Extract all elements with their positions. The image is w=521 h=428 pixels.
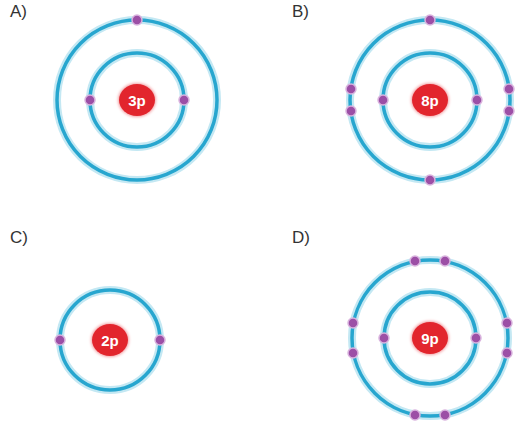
electron xyxy=(425,175,435,185)
electron xyxy=(504,84,514,94)
electron xyxy=(348,318,358,328)
electron xyxy=(472,95,482,105)
proton-count: 9p xyxy=(421,331,439,346)
orbit-glow xyxy=(57,20,217,180)
orbit xyxy=(383,53,477,147)
electron xyxy=(410,256,420,266)
atom-letter: A) xyxy=(10,2,27,22)
electron xyxy=(85,95,95,105)
nucleus: 8p xyxy=(412,84,448,116)
orbit xyxy=(57,20,217,180)
electron xyxy=(502,348,512,358)
electron xyxy=(346,106,356,116)
orbit-glow xyxy=(60,290,160,390)
atom-letter: B) xyxy=(292,2,309,22)
orbit xyxy=(352,260,508,416)
orbit xyxy=(90,53,184,147)
atom-letter: D) xyxy=(292,228,310,248)
electron xyxy=(425,15,435,25)
orbit-glow xyxy=(90,53,184,147)
proton-count: 3p xyxy=(128,93,146,108)
nucleus: 9p xyxy=(412,322,448,354)
electron xyxy=(502,318,512,328)
orbit-glow xyxy=(384,292,476,384)
electrons xyxy=(55,15,514,420)
electron xyxy=(410,410,420,420)
orbit xyxy=(60,290,160,390)
electron xyxy=(179,95,189,105)
electron xyxy=(155,335,165,345)
orbit-glow xyxy=(350,20,510,180)
electron xyxy=(55,335,65,345)
electron xyxy=(378,95,388,105)
orbit-glow xyxy=(383,53,477,147)
orbit-glow xyxy=(352,260,508,416)
electron xyxy=(132,15,142,25)
nucleus: 2p xyxy=(92,324,128,356)
electron xyxy=(348,348,358,358)
proton-count: 2p xyxy=(101,333,119,348)
proton-count: 8p xyxy=(421,93,439,108)
electron xyxy=(471,333,481,343)
orbit xyxy=(350,20,510,180)
orbit xyxy=(384,292,476,384)
electron xyxy=(379,333,389,343)
electron xyxy=(440,410,450,420)
electron xyxy=(504,106,514,116)
atom-letter: C) xyxy=(10,228,28,248)
electron xyxy=(440,256,450,266)
nucleus: 3p xyxy=(119,84,155,116)
electron xyxy=(346,84,356,94)
orbits xyxy=(57,20,510,416)
